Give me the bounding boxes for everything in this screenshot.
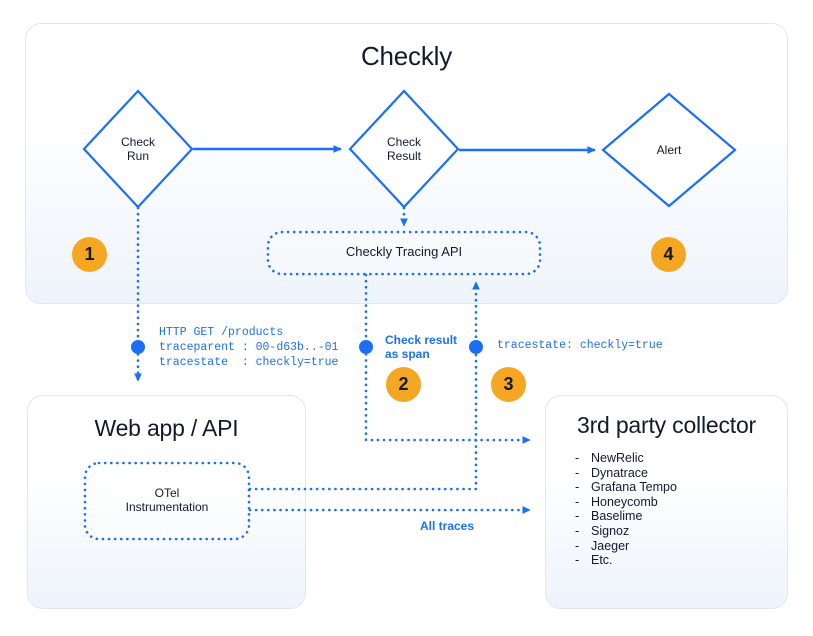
list-bullet: - [575,494,580,509]
list-bullet: - [575,509,580,524]
list-bullet: - [575,451,580,465]
collector-list-item-label: Baselime [591,509,643,524]
collector-list-item: -NewRelic [575,451,677,466]
webapp-panel-title: Web app / API [94,415,239,441]
step-badge-2: 2 [386,367,421,402]
collector-list-item-label: NewRelic [591,451,644,465]
collector-list-item-label: Dynatrace [591,465,648,480]
list-bullet: - [575,465,580,480]
webapp-panel [27,395,306,609]
connector-otel-to-tracing-api [248,280,480,491]
collector-panel-title: 3rd party collector [577,412,756,438]
checkly-tracing-api-box [266,230,542,276]
collector-panel [545,395,788,609]
collector-list-item: -Grafana Tempo [575,480,677,495]
step-badge-4: 4 [651,237,686,272]
check-run-label: Check Run [120,135,155,163]
http-headers-annotation: HTTP GET /products traceparent : 00-d63b… [159,326,339,369]
step-badge-1: 1 [72,237,107,272]
tracestate-annotation: tracestate: checkly=true [497,339,663,352]
trace-point-2-dot [359,340,373,354]
checkly-panel-title: Checkly [360,41,453,71]
list-bullet: - [575,553,580,568]
alert-label: Alert [656,143,682,157]
list-bullet: - [575,523,580,538]
collector-list-item-label: Jaeger [591,538,630,553]
list-bullet: - [575,480,580,495]
collector-list-item-label: Signoz [591,523,630,538]
trace-point-1-dot [131,340,145,354]
collector-list-item: -Signoz [575,524,677,539]
check-result-as-span-annotation: Check result as span [385,333,458,361]
all-traces-annotation: All traces [420,519,475,533]
otel-instrumentation-label: OTel Instrumentation [125,486,209,514]
collector-list: -NewRelic-Dynatrace-Grafana Tempo-Honeyc… [575,451,677,568]
alert-node [601,92,737,208]
collector-list-item: -Etc. [575,553,677,568]
collector-list-item: -Honeycomb [575,495,677,510]
collector-list-item: -Dynatrace [575,466,677,481]
collector-list-item-label: Grafana Tempo [591,480,677,495]
list-bullet: - [575,538,580,553]
collector-list-item-label: Etc. [591,553,613,568]
collector-list-item: -Baselime [575,509,677,524]
checkly-tracing-api-label: Checkly Tracing API [345,244,463,259]
step-badge-3: 3 [491,367,526,402]
otel-instrumentation-box [83,461,251,541]
check-result-label: Check Result [386,135,421,163]
trace-point-3-dot [469,340,483,354]
collector-list-item-label: Honeycomb [591,494,658,509]
collector-list-item: -Jaeger [575,539,677,554]
